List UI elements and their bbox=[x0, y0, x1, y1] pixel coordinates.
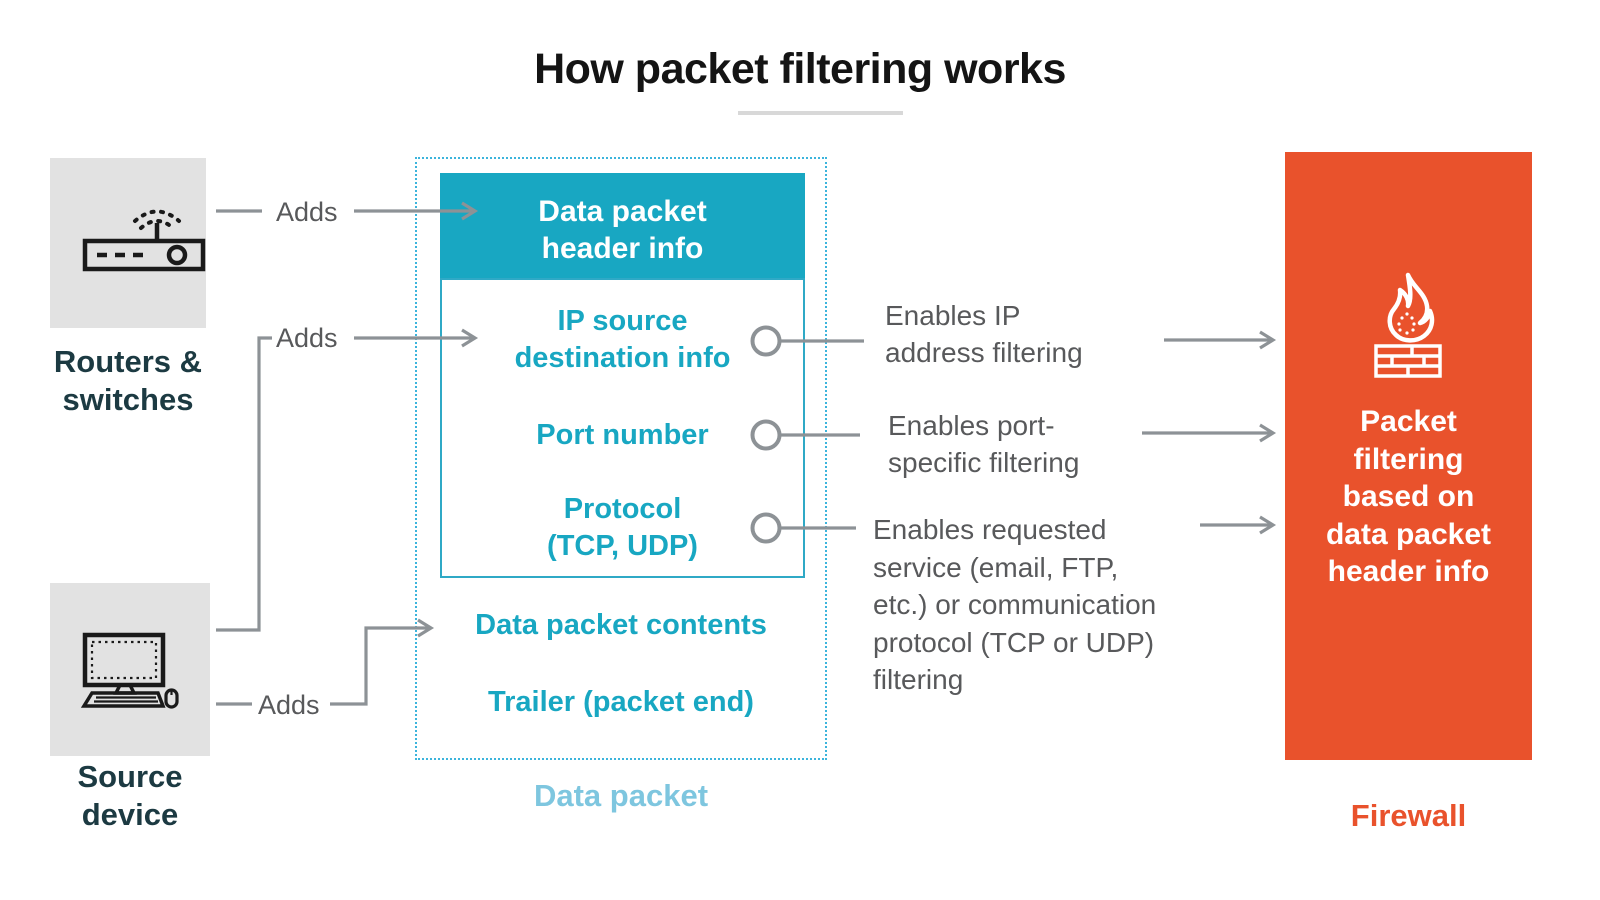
firewall-box-text: Packet filtering based on data packet he… bbox=[1325, 405, 1492, 588]
page-title: How packet filtering works bbox=[534, 45, 1066, 93]
firewall-caption: Firewall bbox=[1350, 798, 1467, 833]
annotation-port-filtering: Enables port- specific filtering bbox=[888, 410, 1080, 478]
packet-fields-box bbox=[440, 278, 805, 578]
connector-source-to-contents-arrow bbox=[330, 618, 435, 706]
field-port-number: Port number bbox=[536, 419, 709, 451]
router-icon bbox=[82, 209, 206, 272]
annotation-protocol-filtering: Enables requested service (email, FTP, e… bbox=[873, 514, 1157, 695]
adds-label-routers: Adds bbox=[276, 197, 338, 227]
firewall-flame-icon bbox=[1374, 272, 1442, 378]
source-device-box bbox=[50, 583, 210, 756]
field-ip-source-destination: IP source destination info bbox=[514, 305, 731, 374]
source-device-label: Source device bbox=[77, 759, 183, 832]
annotation-ip-filtering: Enables IP address filtering bbox=[885, 300, 1083, 368]
firewall-box bbox=[1285, 152, 1532, 760]
packet-trailer-text: Trailer (packet end) bbox=[488, 686, 754, 718]
field-protocol: Protocol (TCP, UDP) bbox=[547, 493, 698, 562]
routers-switches-box bbox=[50, 158, 206, 328]
packet-header-text: Data packet header info bbox=[538, 195, 707, 265]
computer-icon bbox=[80, 632, 179, 709]
adds-label-source-contents: Adds bbox=[258, 690, 320, 720]
routers-switches-label: Routers & switches bbox=[53, 344, 203, 417]
packet-header-box bbox=[440, 173, 805, 278]
title-underline bbox=[738, 111, 903, 115]
adds-label-source-ip: Adds bbox=[276, 323, 338, 353]
data-packet-caption: Data packet bbox=[533, 778, 709, 813]
packet-contents-text: Data packet contents bbox=[475, 609, 767, 641]
